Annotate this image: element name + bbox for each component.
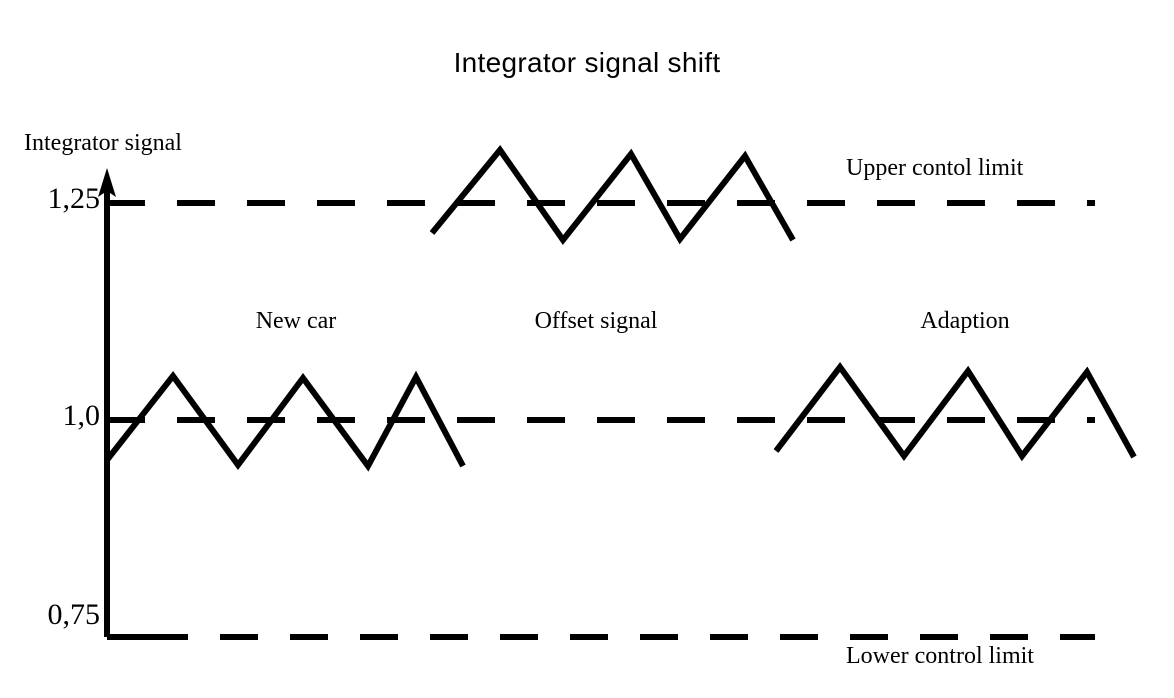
y-axis-title: Integrator signal bbox=[24, 130, 182, 156]
y-axis-arrow-icon bbox=[98, 168, 116, 197]
annotation-adaption: Adaption bbox=[920, 308, 1010, 334]
reference-lines bbox=[107, 200, 1095, 640]
signal-traces bbox=[104, 145, 1137, 472]
annotation-new-car: New car bbox=[255, 308, 337, 334]
annotation-upper-control-limit: Upper contol limit bbox=[846, 155, 1024, 181]
signal-trace-offset-signal bbox=[429, 145, 796, 246]
y-tick-label-1-0: 1,0 bbox=[62, 399, 101, 432]
y-axis bbox=[98, 168, 150, 640]
annotation-offset-signal: Offset signal bbox=[534, 308, 658, 334]
annotation-lower-control-limit: Lower control limit bbox=[846, 643, 1034, 669]
y-tick-label-0-75: 0,75 bbox=[47, 598, 101, 631]
page-title: Integrator signal shift bbox=[453, 47, 721, 78]
y-tick-label-1-25: 1,25 bbox=[47, 182, 101, 215]
signal-trace-new-car bbox=[104, 370, 466, 472]
signal-trace-adaption bbox=[773, 361, 1137, 462]
